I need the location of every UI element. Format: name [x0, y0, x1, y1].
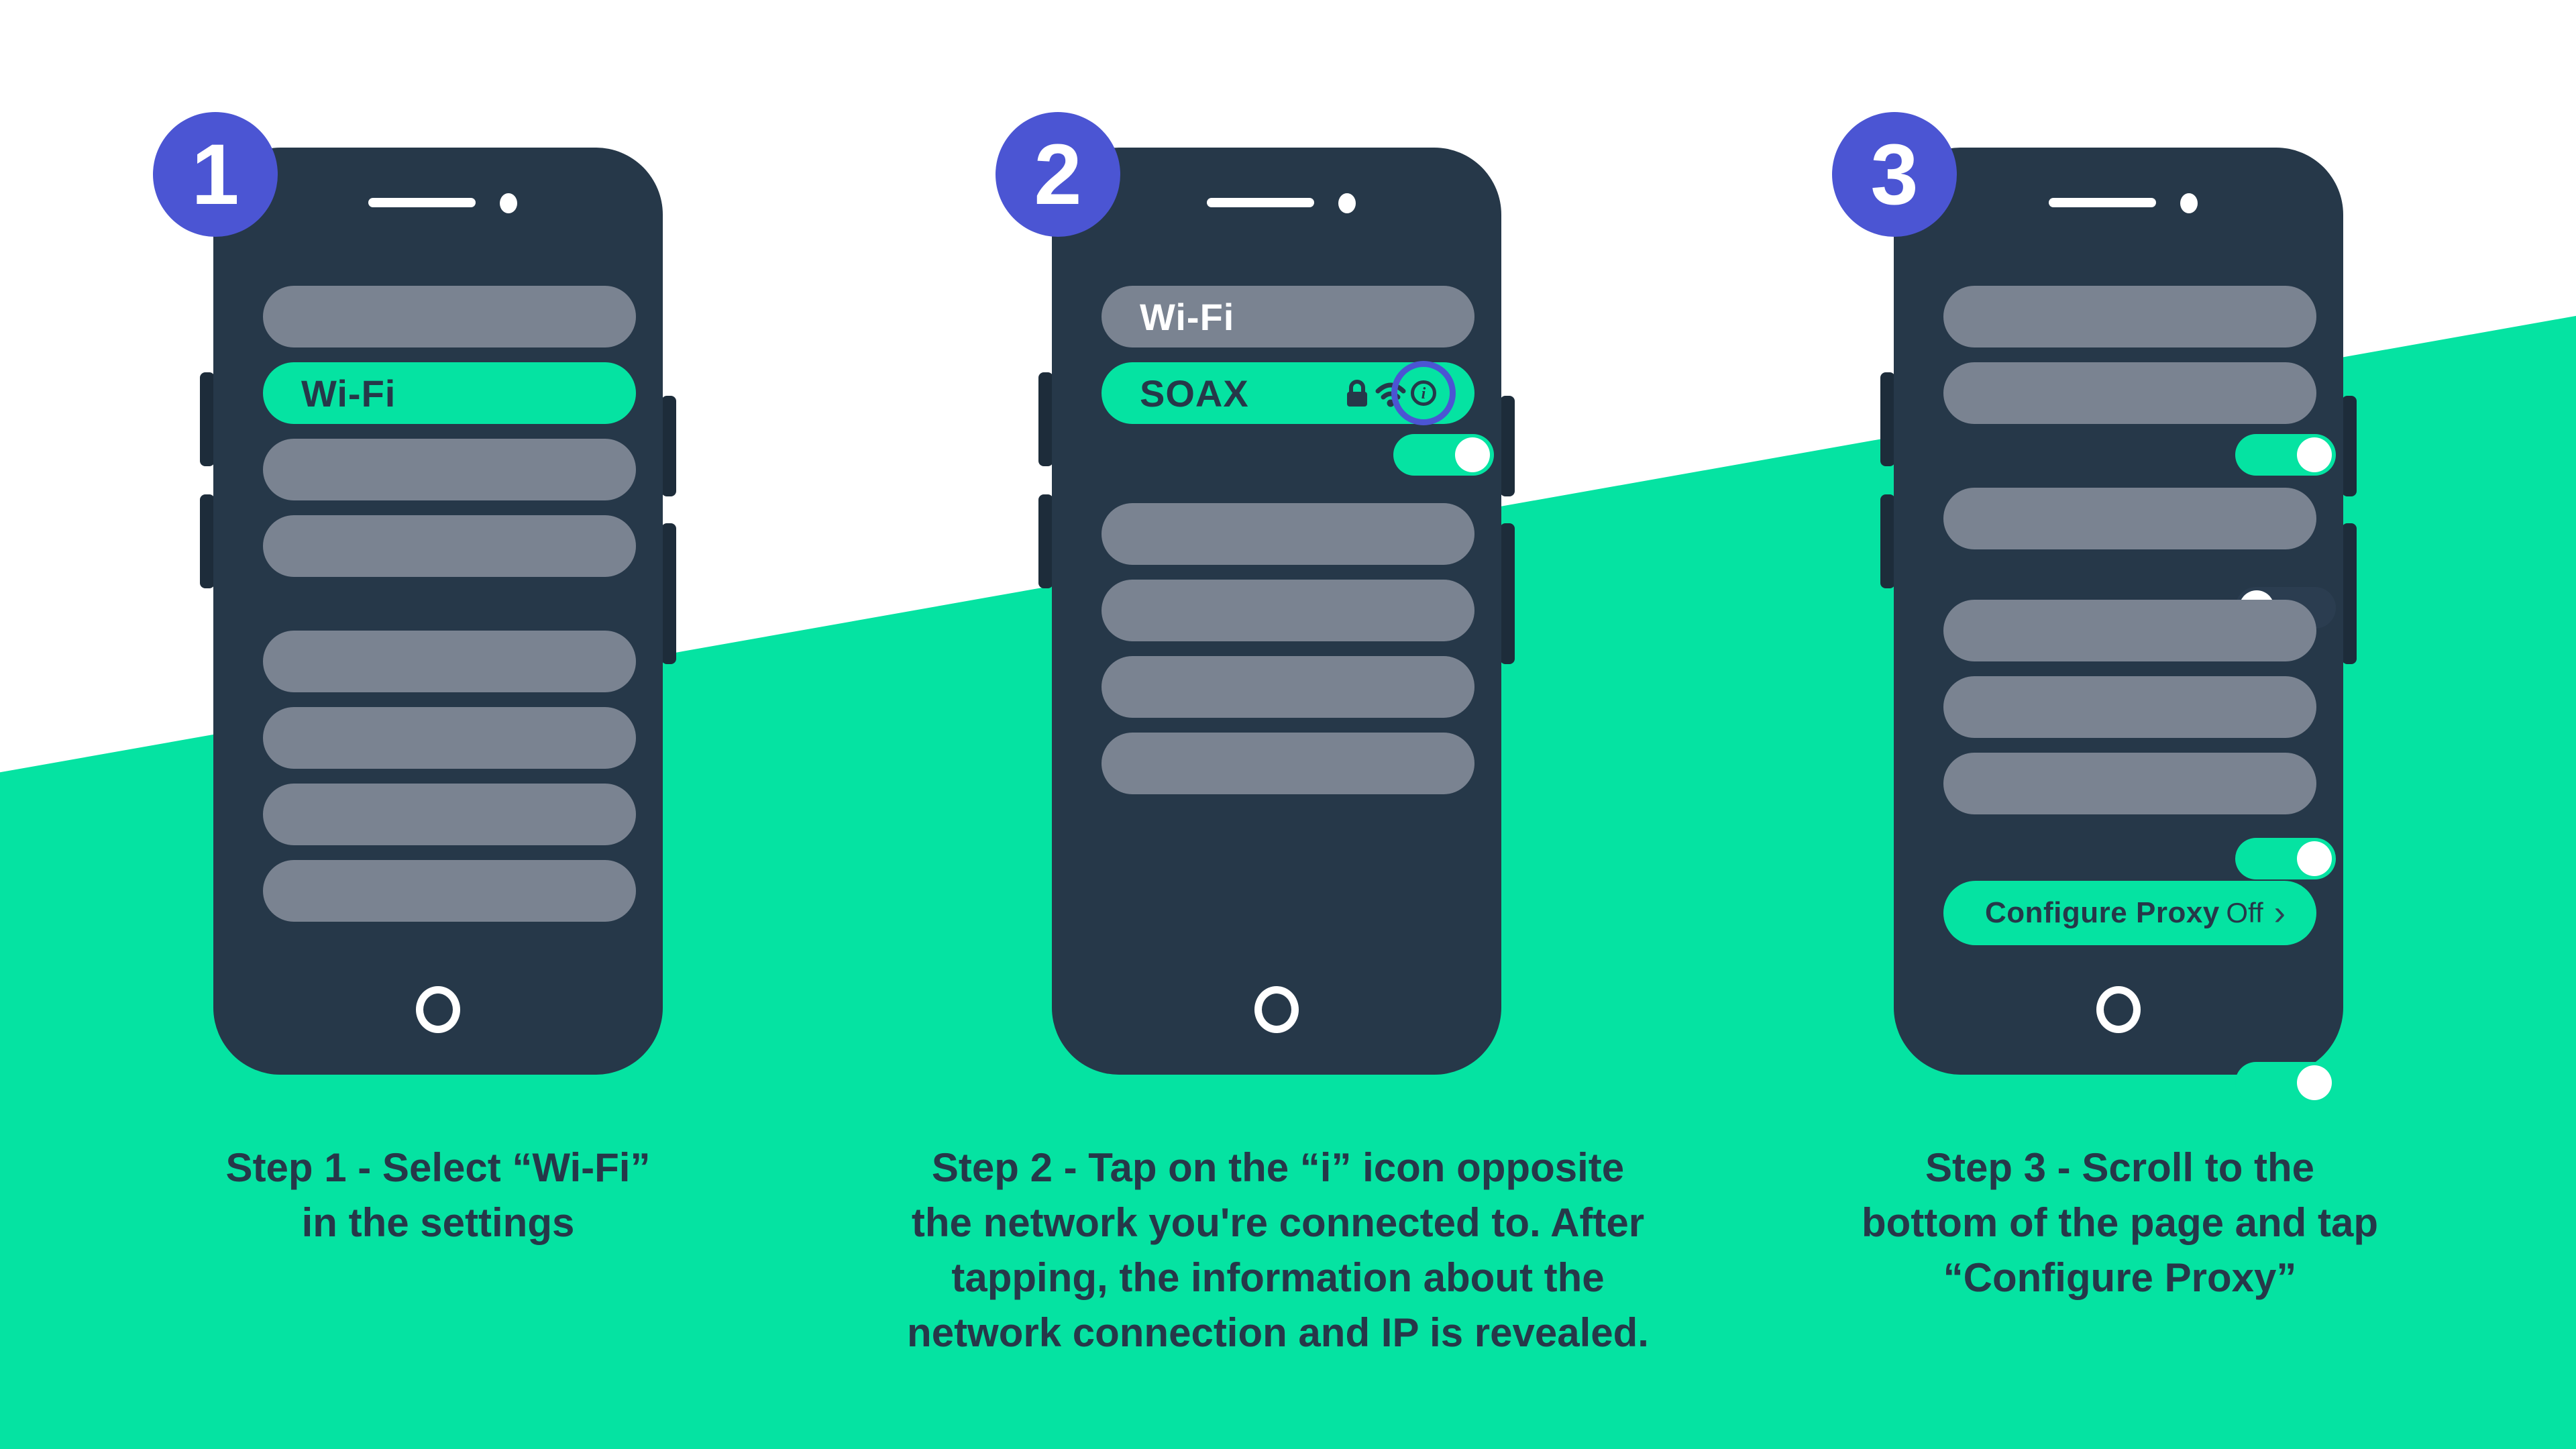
- toggle-knob: [2297, 437, 2332, 472]
- settings-list-item[interactable]: [263, 439, 636, 500]
- volume-up-button: [1038, 372, 1053, 466]
- step-number: 1: [191, 126, 239, 223]
- earpiece-speaker: [368, 198, 476, 207]
- settings-list-item[interactable]: [263, 784, 636, 845]
- caption-line: Step 3 - Scroll to the: [1925, 1145, 2315, 1190]
- phone-mockup-step3: Configure Proxy Off ›: [1880, 148, 2357, 1104]
- toggle-knob: [2297, 1065, 2332, 1100]
- step-badge-1: 1: [153, 112, 278, 237]
- chevron-right-icon: ›: [2273, 894, 2286, 932]
- network-list-item[interactable]: [1102, 733, 1474, 794]
- toggle-knob: [2297, 841, 2332, 876]
- caption-line: the network you're connected to. After: [911, 1200, 1645, 1245]
- setting-switch-row[interactable]: [1943, 362, 2336, 629]
- caption-line: Step 1 - Select “Wi-Fi”: [225, 1145, 651, 1190]
- caption-step3: Step 3 - Scroll to the bottom of the pag…: [1751, 1140, 2489, 1305]
- volume-down-button: [200, 494, 215, 588]
- network-list-item[interactable]: [1102, 503, 1474, 565]
- caption-step1: Step 1 - Select “Wi-Fi” in the settings: [69, 1140, 807, 1250]
- side-button: [2342, 523, 2357, 664]
- phone-mockup-step2: Wi-Fi SOAX i: [1038, 148, 1515, 1075]
- settings-list-item[interactable]: [263, 286, 636, 347]
- network-list-item[interactable]: [1102, 580, 1474, 641]
- caption-line: bottom of the page and tap: [1862, 1200, 2378, 1245]
- earpiece-speaker: [1207, 198, 1314, 207]
- step-badge-3: 3: [1832, 112, 1957, 237]
- lock-icon: [1346, 380, 1368, 411]
- setting-switch-row[interactable]: [1943, 600, 2336, 1104]
- home-button[interactable]: [416, 986, 460, 1033]
- setting-switch-row[interactable]: [1943, 488, 2336, 879]
- settings-list-item[interactable]: [1943, 676, 2316, 738]
- network-list-item[interactable]: [1102, 656, 1474, 718]
- wifi-item-label: Wi-Fi: [301, 372, 396, 415]
- volume-down-button: [1038, 494, 1053, 588]
- phone-mockup-step1: Wi-Fi: [200, 148, 676, 1075]
- toggle-knob: [1455, 437, 1490, 472]
- info-highlight-ring: [1391, 361, 1456, 425]
- settings-list-item[interactable]: [263, 515, 636, 577]
- settings-list-item[interactable]: [263, 631, 636, 692]
- toggle-on[interactable]: [2235, 434, 2336, 476]
- front-camera: [1338, 193, 1356, 213]
- proxy-status-value: Off: [2226, 897, 2263, 928]
- front-camera: [500, 193, 517, 213]
- wifi-row-label: Wi-Fi: [1140, 295, 1235, 338]
- step-badge-2: 2: [996, 112, 1120, 237]
- caption-line: network connection and IP is revealed.: [907, 1310, 1649, 1355]
- power-button: [1500, 396, 1515, 496]
- power-button: [661, 396, 676, 496]
- setting-switch-row[interactable]: [1943, 286, 2336, 476]
- toggle-on[interactable]: [2235, 838, 2336, 879]
- caption-line: in the settings: [301, 1200, 575, 1245]
- earpiece-speaker: [2049, 198, 2156, 207]
- home-button[interactable]: [1254, 986, 1299, 1033]
- caption-line: “Configure Proxy”: [1943, 1255, 2297, 1300]
- power-button: [2342, 396, 2357, 496]
- step-number: 3: [1870, 126, 1919, 223]
- volume-down-button: [1880, 494, 1895, 588]
- caption-step2: Step 2 - Tap on the “i” icon opposite th…: [808, 1140, 1748, 1360]
- network-name-label: SOAX: [1140, 372, 1249, 415]
- home-button[interactable]: [2096, 986, 2141, 1033]
- side-button: [1500, 523, 1515, 664]
- side-button: [661, 523, 676, 664]
- front-camera: [2180, 193, 2198, 213]
- step-number: 2: [1034, 126, 1082, 223]
- caption-line: tapping, the information about the: [951, 1255, 1605, 1300]
- settings-list-item[interactable]: [1943, 753, 2316, 814]
- configure-proxy-row[interactable]: Configure Proxy Off ›: [1943, 881, 2316, 945]
- wifi-switch-row[interactable]: Wi-Fi: [1102, 286, 1494, 476]
- settings-list-item[interactable]: [263, 707, 636, 769]
- configure-proxy-label: Configure Proxy: [1985, 896, 2220, 929]
- wifi-toggle-on[interactable]: [1393, 434, 1494, 476]
- toggle-on[interactable]: [2235, 1062, 2336, 1104]
- settings-item-wifi[interactable]: Wi-Fi: [263, 362, 636, 424]
- volume-up-button: [1880, 372, 1895, 466]
- volume-up-button: [200, 372, 215, 466]
- settings-list-item[interactable]: [263, 860, 636, 922]
- caption-line: Step 2 - Tap on the “i” icon opposite: [931, 1145, 1625, 1190]
